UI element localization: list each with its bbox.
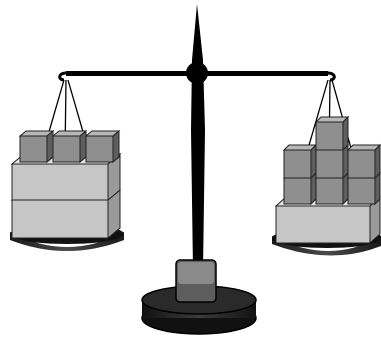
stand-block bbox=[176, 260, 216, 302]
left-hook bbox=[60, 73, 66, 80]
left-pan-weights bbox=[12, 131, 120, 238]
right-hook bbox=[328, 73, 334, 80]
small-cube bbox=[284, 145, 316, 178]
small-cube bbox=[316, 117, 348, 150]
small-cube bbox=[348, 145, 380, 178]
small-cube bbox=[86, 131, 119, 162]
central-post bbox=[191, 4, 205, 270]
pivot-hub bbox=[186, 62, 208, 84]
right-pan-weights bbox=[276, 117, 380, 243]
small-cube bbox=[53, 131, 86, 162]
small-cube bbox=[20, 131, 53, 162]
stand-block-highlight bbox=[178, 262, 214, 284]
scale-beam bbox=[60, 62, 335, 84]
